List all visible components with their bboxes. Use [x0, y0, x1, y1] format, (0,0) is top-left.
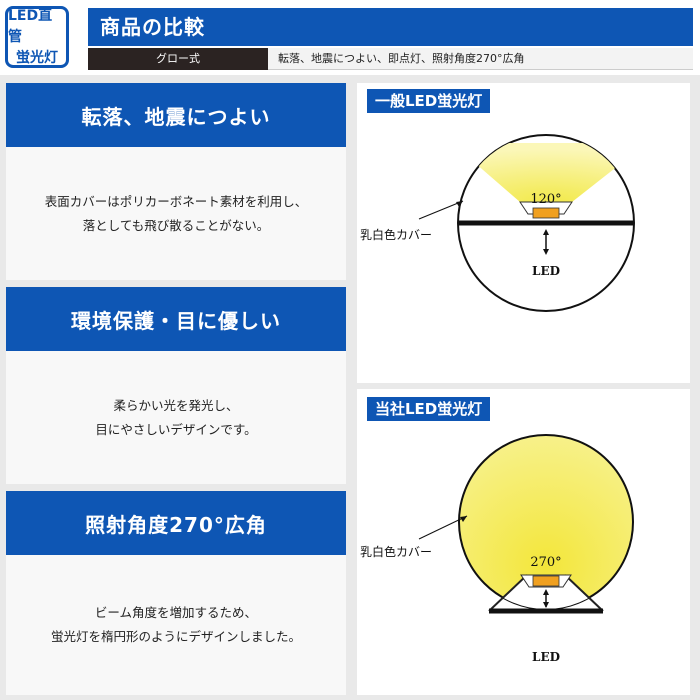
panel-label: 一般LED蛍光灯: [367, 89, 491, 113]
feature-card-wide-angle: 照射角度270°広角 ビーム角度を増加するため、 蛍光灯を楕円形のようにデザイン…: [6, 491, 346, 695]
diagram-standard-led: 120° LED 乳白色カバー: [360, 134, 635, 312]
page-title: 商品の比較: [88, 8, 693, 46]
feature-summary: 転落、地震につよい、即点灯、照射角度270°広角: [268, 48, 693, 70]
feature-description: ビーム角度を増加するため、 蛍光灯を楕円形のようにデザインしました。: [6, 555, 346, 695]
feature-card-eco: 環境保護・目に優しい 柔らかい光を発光し、 目にやさしいデザインです。: [6, 287, 346, 484]
arrow-down-icon: [543, 249, 549, 255]
arrow-icon: [456, 201, 463, 207]
feature-card-durability: 転落、地震につよい 表面カバーはポリカーボネート素材を利用し、 落としても飛び散…: [6, 83, 346, 280]
panel-label: 当社LED蛍光灯: [367, 397, 491, 421]
beam-edge-right: [564, 574, 604, 612]
product-badge: LED直管 蛍光灯: [5, 6, 69, 68]
panel-standard-led: 一般LED蛍光灯 120° LED 乳白色カバー: [357, 83, 690, 383]
comparison-subheader: グロー式 転落、地震につよい、即点灯、照射角度270°広角: [88, 48, 693, 70]
led-chip: [532, 207, 560, 219]
feature-line: 蛍光灯を楕円形のようにデザインしました。: [50, 629, 301, 644]
feature-title: 転落、地震につよい: [6, 83, 346, 147]
diagram-our-led: 270° LED 乳白色カバー: [360, 434, 634, 664]
feature-line: 柔らかい光を発光し、: [113, 397, 239, 413]
type-label: グロー式: [88, 48, 268, 70]
arrow-down-icon: [543, 602, 549, 608]
feature-line: ビーム角度を増加するため、: [94, 605, 258, 620]
badge-line1: LED直管: [8, 7, 53, 45]
feature-description: 表面カバーはポリカーボネート素材を利用し、 落としても飛び散ることがない。: [6, 147, 346, 280]
led-chip: [532, 575, 560, 587]
feature-line: 落としても飛び散ることがない。: [82, 217, 270, 233]
led-label: LED: [532, 650, 560, 664]
cover-label: 乳白色カバー: [360, 227, 432, 242]
beam-edge-left: [488, 574, 528, 612]
feature-description: 柔らかい光を発光し、 目にやさしいデザインです。: [6, 351, 346, 484]
arrow-up-icon: [543, 589, 549, 595]
header: LED直管 蛍光灯 商品の比較 グロー式 転落、地震につよい、即点灯、照射角度2…: [0, 0, 700, 75]
angle-label: 270°: [530, 555, 561, 570]
panel-our-led: 当社LED蛍光灯 270° LED 乳白色カバー: [357, 389, 690, 695]
cover-pointer: [418, 515, 468, 540]
arrow-up-icon: [543, 229, 549, 235]
led-label: LED: [532, 264, 560, 278]
light-beam: [458, 143, 634, 202]
feature-title: 環境保護・目に優しい: [6, 287, 346, 351]
feature-title: 照射角度270°広角: [6, 491, 346, 555]
badge-line2: 蛍光灯: [16, 49, 58, 66]
feature-line: 表面カバーはポリカーボネート素材を利用し、: [44, 193, 308, 209]
feature-line: 目にやさしいデザインです。: [95, 421, 257, 437]
angle-label: 120°: [530, 192, 561, 207]
cover-pointer: [418, 200, 464, 220]
arrow-icon: [460, 516, 467, 522]
cover-label: 乳白色カバー: [360, 544, 432, 559]
